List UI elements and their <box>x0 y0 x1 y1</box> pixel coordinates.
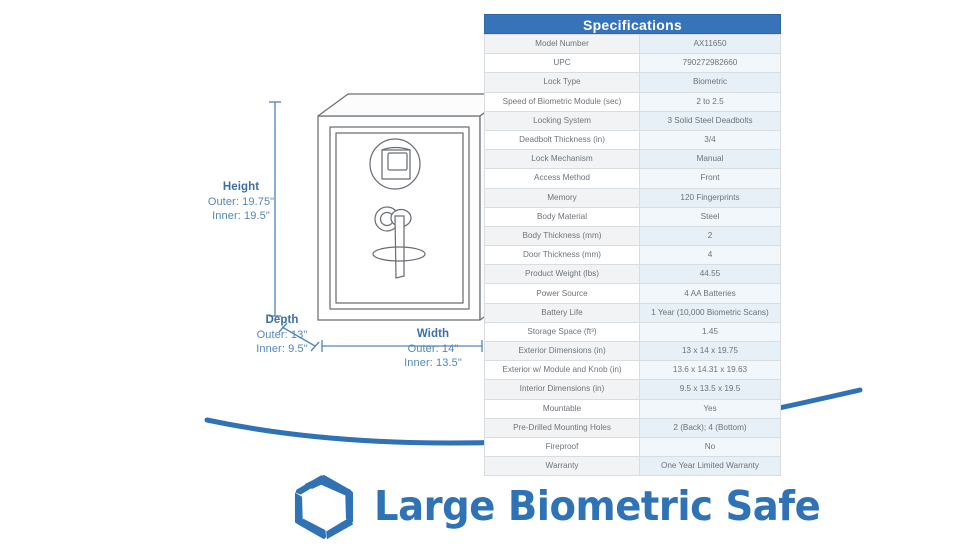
specifications-title: Specifications <box>484 14 781 34</box>
spec-value-cell: 120 Fingerprints <box>639 187 781 208</box>
spec-value-cell: 9.5 x 13.5 x 19.5 <box>639 379 781 400</box>
spec-label-cell: Exterior Dimensions (in) <box>484 340 640 362</box>
spec-label-cell: Mountable <box>484 398 640 419</box>
table-row: Exterior w/ Module and Knob (in)13.6 x 1… <box>484 360 781 381</box>
spec-label-cell: Warranty <box>484 456 640 477</box>
spec-label-cell: Door Thickness (mm) <box>484 245 640 266</box>
spec-label-cell: Memory <box>484 187 640 208</box>
spec-label-cell: Lock Mechanism <box>484 149 640 170</box>
spec-label-cell: Storage Space (ft³) <box>484 321 640 343</box>
dimension-label-depth: Depth Outer: 13" Inner: 9.5" <box>227 313 337 356</box>
spec-value-cell: 3/4 <box>639 129 781 151</box>
safe-isometric-line-drawing <box>269 93 511 352</box>
spec-value-cell: 4 AA Batteries <box>639 283 781 304</box>
spec-label-cell: Speed of Biometric Module (sec) <box>484 91 640 112</box>
spec-label-cell: Battery Life <box>484 302 640 323</box>
brand-lockup: Large Biometric Safe <box>288 470 821 542</box>
spec-value-cell: 4 <box>639 245 781 266</box>
spec-label-cell: Exterior w/ Module and Knob (in) <box>484 360 640 381</box>
spec-value-cell: 2 <box>639 225 781 247</box>
dimension-inner-depth: Inner: 9.5" <box>256 343 308 355</box>
dimension-title-width: Width <box>416 328 450 340</box>
spec-label-cell: Model Number <box>484 33 640 55</box>
spec-label-cell: Deadbolt Thickness (in) <box>484 129 640 151</box>
dimension-outer-height: Outer: 19.75" <box>207 196 275 208</box>
table-row: Interior Dimensions (in)9.5 x 13.5 x 19.… <box>484 379 781 400</box>
spec-value-cell: Steel <box>639 206 781 227</box>
safe-handle-knob-icon <box>372 206 426 279</box>
spec-value-cell: 13 x 14 x 19.75 <box>639 340 781 362</box>
spec-value-cell: 3 Solid Steel Deadbolts <box>639 110 781 131</box>
brand-name: Large Biometric Safe <box>374 481 821 530</box>
spec-label-cell: Body Material <box>484 206 640 227</box>
spec-value-cell: No <box>639 436 781 458</box>
dimension-inner-height: Inner: 19.5" <box>212 210 270 222</box>
fingerprint-scanner-icon <box>369 138 421 190</box>
table-row: Deadbolt Thickness (in)3/4 <box>484 129 781 151</box>
spec-value-cell: Biometric <box>639 72 781 93</box>
spec-label-cell: Power Source <box>484 283 640 304</box>
spec-label-cell: Fireproof <box>484 436 640 458</box>
spec-label-cell: Interior Dimensions (in) <box>484 379 640 400</box>
table-row: Storage Space (ft³)1.45 <box>484 321 781 343</box>
dimension-label-width: Width Outer: 14" Inner: 13.5" <box>378 327 488 370</box>
table-row: Speed of Biometric Module (sec)2 to 2.5 <box>484 91 781 112</box>
spec-value-cell: Front <box>639 168 781 189</box>
spec-value-cell: One Year Limited Warranty <box>639 456 781 477</box>
spec-value-cell: Yes <box>639 398 781 419</box>
spec-value-cell: 1.45 <box>639 321 781 343</box>
spec-label-cell: Body Thickness (mm) <box>484 225 640 247</box>
hexagon-aperture-logo-icon <box>294 474 354 540</box>
dimension-outer-width: Outer: 14" <box>407 343 459 355</box>
table-row: Product Weight (lbs)44.55 <box>484 264 781 285</box>
spec-label-cell: Product Weight (lbs) <box>484 264 640 285</box>
spec-value-cell: 2 (Back); 4 (Bottom) <box>639 417 781 438</box>
dimension-outer-depth: Outer: 13" <box>256 329 308 341</box>
spec-label-cell: Locking System <box>484 110 640 131</box>
spec-value-cell: AX11650 <box>639 33 781 55</box>
spec-value-cell: 1 Year (10,000 Biometric Scans) <box>639 302 781 323</box>
dimension-title-height: Height <box>222 181 260 193</box>
spec-label-cell: Pre-Drilled Mounting Holes <box>484 417 640 438</box>
spec-value-cell: 44.55 <box>639 264 781 285</box>
spec-value-cell: 2 to 2.5 <box>639 91 781 112</box>
table-row: Exterior Dimensions (in)13 x 14 x 19.75 <box>484 340 781 362</box>
spec-value-cell: 790272982660 <box>639 53 781 74</box>
spec-label-cell: UPC <box>484 53 640 74</box>
table-row: Door Thickness (mm)4 <box>484 245 781 266</box>
dimension-title-depth: Depth <box>265 314 299 326</box>
dimension-label-height: Height Outer: 19.75" Inner: 19.5" <box>185 180 297 223</box>
spec-value-cell: 13.6 x 14.31 x 19.63 <box>639 360 781 381</box>
spec-label-cell: Lock Type <box>484 72 640 93</box>
spec-value-cell: Manual <box>639 149 781 170</box>
dimension-inner-width: Inner: 13.5" <box>404 357 462 369</box>
table-row: Body Thickness (mm)2 <box>484 225 781 247</box>
spec-label-cell: Access Method <box>484 168 640 189</box>
